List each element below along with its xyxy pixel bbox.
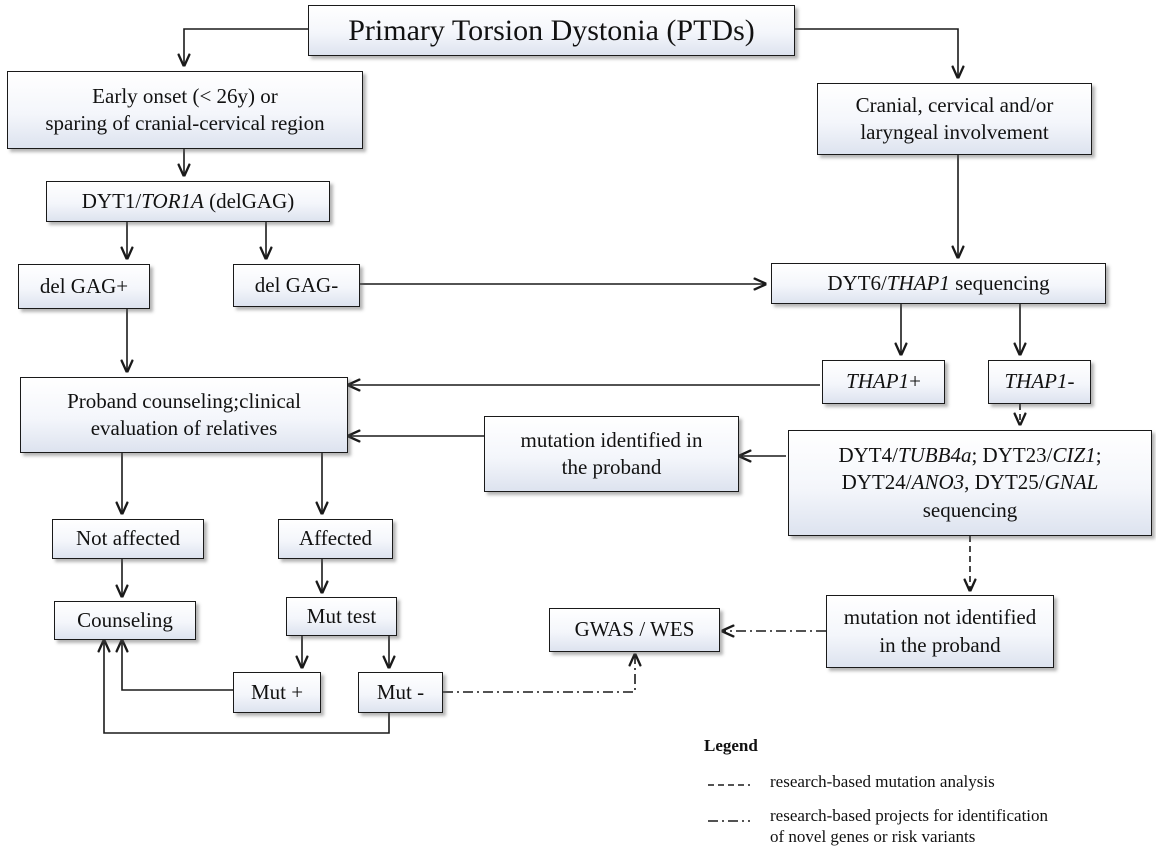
legend-title: Legend xyxy=(704,736,758,755)
mut-identified-line-1: mutation identified in xyxy=(520,427,703,452)
early-onset-box: Early onset (< 26y) or sparing of crania… xyxy=(7,71,363,149)
thap1-pos-gene: THAP1 xyxy=(846,369,910,394)
dyt1-gene: TOR1A xyxy=(141,188,204,213)
title-text: Primary Torsion Dystonia (PTDs) xyxy=(348,14,755,47)
del-gag-neg-box: del GAG- xyxy=(233,264,360,307)
affected-text: Affected xyxy=(298,526,373,551)
dyt-multi-p4: DYT24/ xyxy=(841,470,912,495)
dyt-multi-g3: ANO3 xyxy=(911,470,965,495)
del-gag-pos-box: del GAG+ xyxy=(18,264,150,309)
del-gag-pos-text: del GAG+ xyxy=(39,273,129,298)
dyt6-gene: THAP1 xyxy=(886,270,950,295)
legend-dashdot-line-2: of novel genes or risk variants xyxy=(770,827,976,847)
mut-plus-text: Mut + xyxy=(250,679,304,704)
dyt6-box: DYT6/THAP1 sequencing xyxy=(771,263,1106,304)
mut-identified-box: mutation identified in the proband xyxy=(484,416,739,492)
thap1-pos-sign: + xyxy=(909,369,921,394)
dyt6-suffix: sequencing xyxy=(949,270,1050,295)
legend-dashed-label: research-based mutation analysis xyxy=(770,772,995,791)
affected-box: Affected xyxy=(278,519,393,559)
thap1-pos-box: THAP1+ xyxy=(822,360,945,404)
thap1-neg-gene: THAP1 xyxy=(1004,369,1068,394)
dyt-multi-g4: GNAL xyxy=(1044,470,1099,495)
counseling-box: Counseling xyxy=(54,601,196,640)
dyt-multi-p6: sequencing xyxy=(922,497,1018,522)
mut-identified-line-2: the proband xyxy=(561,455,662,479)
dyt-multi-box: DYT4/TUBB4a; DYT23/CIZ1; DYT24/ANO3, DYT… xyxy=(788,430,1152,536)
title-box: Primary Torsion Dystonia (PTDs) xyxy=(308,5,795,56)
proband-line-1: Proband counseling;clinical xyxy=(67,388,301,413)
dyt-multi-g1: TUBB4a xyxy=(897,443,972,468)
dyt1-box: DYT1/TOR1A (delGAG) xyxy=(46,181,330,222)
thap1-neg-box: THAP1- xyxy=(988,360,1091,404)
cranial-box: Cranial, cervical and/or laryngeal invol… xyxy=(817,83,1092,155)
legend-dashdot-label: research-based projects for identificati… xyxy=(770,805,1048,848)
arrow-title-to-cranial xyxy=(795,28,958,78)
dyt1-suffix: (delGAG) xyxy=(203,188,295,213)
cranial-line-1: Cranial, cervical and/or xyxy=(855,92,1054,117)
dyt-multi-p2: ; DYT23/ xyxy=(971,443,1053,468)
proband-box: Proband counseling;clinical evaluation o… xyxy=(20,377,348,453)
del-gag-neg-text: del GAG- xyxy=(254,272,339,297)
dyt6-prefix: DYT6/ xyxy=(827,270,887,295)
not-affected-box: Not affected xyxy=(52,519,204,559)
mut-minus-box: Mut - xyxy=(358,672,443,713)
mut-plus-box: Mut + xyxy=(233,672,321,713)
mut-not-identified-box: mutation not identified in the proband xyxy=(826,595,1054,668)
dyt-multi-p1: DYT4/ xyxy=(838,443,898,468)
arrow-mut-minus-to-gwas xyxy=(443,654,635,693)
gwas-wes-box: GWAS / WES xyxy=(549,608,720,652)
proband-line-2: evaluation of relatives xyxy=(90,416,278,440)
not-affected-text: Not affected xyxy=(76,526,180,551)
early-onset-line-1: Early onset (< 26y) or xyxy=(92,83,278,108)
arrow-mut-minus-to-counseling xyxy=(104,640,390,734)
mut-test-box: Mut test xyxy=(286,597,397,636)
early-onset-line-2: sparing of cranial-cervical region xyxy=(45,111,325,135)
gwas-wes-text: GWAS / WES xyxy=(574,617,695,642)
arrow-title-to-early-onset xyxy=(184,28,308,66)
arrow-mut-plus-to-counseling xyxy=(122,640,233,691)
mut-not-identified-line-1: mutation not identified xyxy=(843,605,1037,630)
dyt-multi-g2: CIZ1 xyxy=(1052,443,1096,468)
cranial-line-2: laryngeal involvement xyxy=(860,120,1049,144)
dyt-multi-p3: ; xyxy=(1095,443,1102,468)
thap1-neg-sign: - xyxy=(1067,369,1075,394)
counseling-text: Counseling xyxy=(77,607,173,632)
dyt-multi-p5: , DYT25/ xyxy=(964,470,1045,495)
mut-minus-text: Mut - xyxy=(376,679,425,704)
mut-not-identified-line-2: in the proband xyxy=(879,632,1001,657)
mut-test-text: Mut test xyxy=(306,603,377,628)
legend-dashdot-line-1: research-based projects for identificati… xyxy=(770,806,1049,825)
dyt1-prefix: DYT1/ xyxy=(81,188,142,213)
